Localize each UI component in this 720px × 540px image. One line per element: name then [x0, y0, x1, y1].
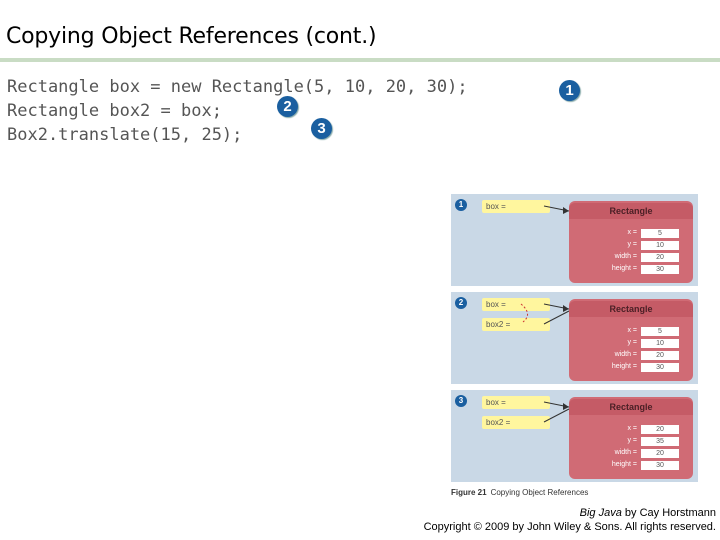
- object-class-label: Rectangle: [569, 203, 693, 219]
- field-row: width = 20: [569, 448, 693, 459]
- field-row: y = 35: [569, 436, 693, 447]
- field-row: x = 20: [569, 424, 693, 435]
- field-value: 20: [641, 425, 679, 434]
- figure-panel-1: 1 box = Rectangle x = 5 y = 10 width = 20 h…: [451, 194, 698, 286]
- field-name: width =: [614, 449, 637, 456]
- field-name: x =: [627, 425, 637, 432]
- slide-title: Copying Object References (cont.): [6, 24, 377, 49]
- field-name: x =: [627, 327, 637, 334]
- field-value: 5: [641, 229, 679, 238]
- field-name: x =: [627, 229, 637, 236]
- object-class-label: Rectangle: [569, 301, 693, 317]
- step-badge-1: 1: [559, 80, 580, 101]
- variable-box2: box2 =: [482, 416, 550, 429]
- field-value: 20: [641, 253, 679, 262]
- field-row: y = 10: [569, 338, 693, 349]
- field-row: height = 30: [569, 264, 693, 275]
- field-row: height = 30: [569, 362, 693, 373]
- step-badge-2: 2: [277, 96, 298, 117]
- figure-caption-label: Figure 21: [451, 488, 487, 497]
- variable-box: box =: [482, 298, 550, 311]
- field-value: 20: [641, 449, 679, 458]
- variable-box: box =: [482, 200, 550, 213]
- field-name: height =: [611, 363, 637, 370]
- reference-arrows: [543, 205, 570, 214]
- code-line-2: Rectangle box2 = box;: [7, 101, 222, 121]
- field-name: y =: [627, 437, 637, 444]
- object-class-label: Rectangle: [569, 399, 693, 415]
- field-name: width =: [614, 351, 637, 358]
- field-value: 10: [641, 241, 679, 250]
- field-row: height = 30: [569, 460, 693, 471]
- field-row: x = 5: [569, 326, 693, 337]
- panel-number-badge: 3: [455, 395, 467, 407]
- copyright-notice: Copyright © 2009 by John Wiley & Sons. A…: [423, 521, 716, 533]
- field-row: x = 5: [569, 228, 693, 239]
- field-value: 30: [641, 363, 679, 372]
- rectangle-object: Rectangle x = 5 y = 10 width = 20 height = 3…: [569, 299, 693, 381]
- variable-box: box =: [482, 396, 550, 409]
- panel-number-badge: 1: [455, 199, 467, 211]
- figure-panel-2: 2 box = box2 = Rectangle x = 5 y = 10 widt…: [451, 292, 698, 384]
- book-title: Big Java: [579, 507, 622, 519]
- field-value: 5: [641, 327, 679, 336]
- rectangle-object: Rectangle x = 5 y = 10 width = 20 height = 3…: [569, 201, 693, 283]
- field-value: 20: [641, 351, 679, 360]
- step-badge-3: 3: [311, 118, 332, 139]
- book-author: by Cay Horstmann: [624, 507, 716, 519]
- field-name: y =: [627, 339, 637, 346]
- field-value: 30: [641, 265, 679, 274]
- reference-arrows: [520, 303, 570, 325]
- code-line-1: Rectangle box = new Rectangle(5, 10, 20,…: [7, 77, 468, 97]
- rectangle-object: Rectangle x = 20 y = 35 width = 20 height =…: [569, 397, 693, 479]
- panel-number-badge: 2: [455, 297, 467, 309]
- title-divider: [0, 58, 720, 62]
- field-name: height =: [611, 265, 637, 272]
- field-value: 10: [641, 339, 679, 348]
- field-name: width =: [614, 253, 637, 260]
- reference-arrows: [543, 401, 570, 423]
- figure-panel-3: 3 box = box2 = Rectangle x = 20 y = 35 wid…: [451, 390, 698, 482]
- figure-caption-text: Copying Object References: [490, 488, 589, 497]
- field-name: y =: [627, 241, 637, 248]
- field-row: width = 20: [569, 252, 693, 263]
- field-row: y = 10: [569, 240, 693, 251]
- code-line-3: Box2.translate(15, 25);: [7, 125, 243, 145]
- variable-box2: box2 =: [482, 318, 550, 331]
- field-value: 35: [641, 437, 679, 446]
- field-row: width = 20: [569, 350, 693, 361]
- field-name: height =: [611, 461, 637, 468]
- field-value: 30: [641, 461, 679, 470]
- book-credit: Big Java by Cay Horstmann: [580, 507, 716, 519]
